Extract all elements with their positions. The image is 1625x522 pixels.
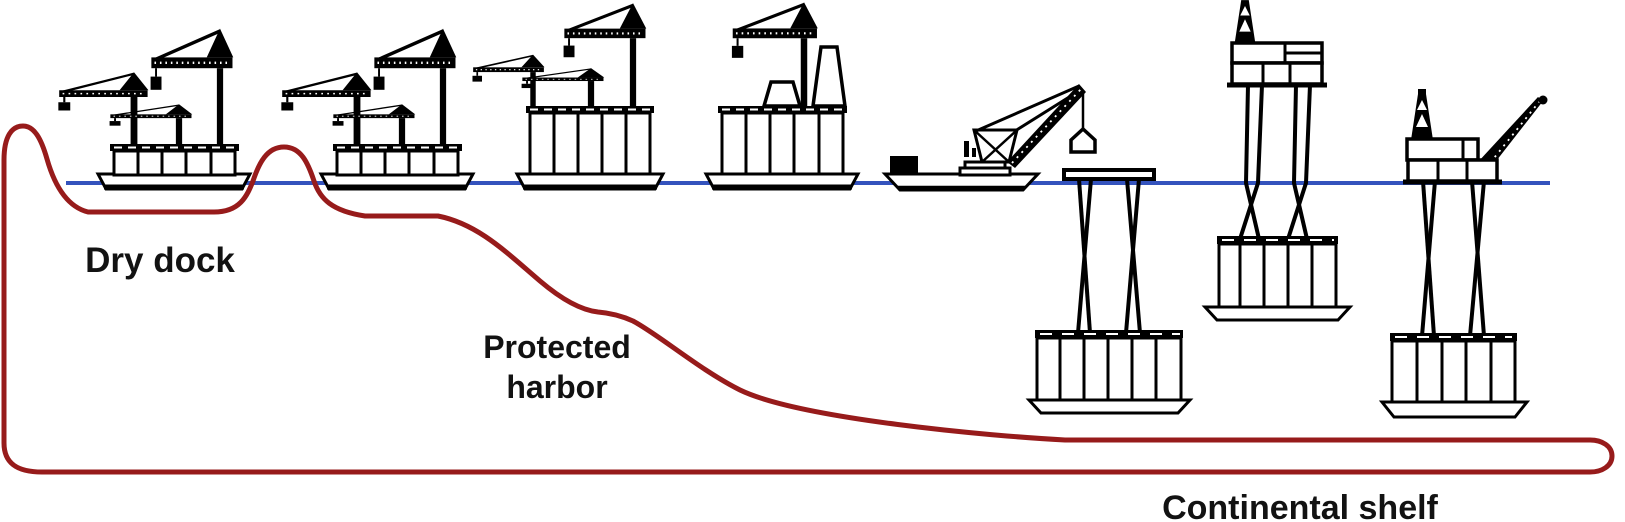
cell-dividers bbox=[1238, 244, 1314, 307]
protected-harbor-label-line1: Protected bbox=[483, 329, 631, 365]
cell-dividers bbox=[1058, 338, 1158, 400]
derrick-icon bbox=[1411, 89, 1433, 140]
shafts bbox=[1238, 84, 1312, 240]
cell-dividers bbox=[744, 113, 821, 174]
topsides-lower bbox=[1406, 158, 1499, 183]
dry-dock-label: Dry dock bbox=[85, 241, 235, 280]
tower-crane-icon bbox=[57, 70, 150, 147]
stage-floating-caisson bbox=[280, 26, 476, 191]
flare-tip bbox=[1538, 95, 1548, 105]
shafts bbox=[1420, 180, 1486, 337]
stage-raised-caisson bbox=[471, 1, 666, 191]
stage-drydock-caisson bbox=[57, 26, 253, 191]
cell-dividers bbox=[136, 151, 213, 175]
stage-towout-platform bbox=[1025, 168, 1194, 415]
caisson-skirt bbox=[1201, 305, 1354, 322]
protected-harbor-label-line2: harbor bbox=[506, 369, 607, 405]
flare-boom bbox=[1478, 97, 1543, 174]
tower-crane-icon bbox=[148, 26, 236, 147]
shaft-cone-tall bbox=[810, 45, 848, 108]
tower-crane-icon bbox=[280, 70, 373, 147]
seabed-profile bbox=[1, 123, 1615, 475]
house-brace bbox=[981, 129, 1018, 163]
derrick-icon bbox=[1234, 0, 1256, 45]
flare-boom-marks bbox=[1485, 101, 1540, 169]
boom-lattice-marks bbox=[1011, 88, 1082, 164]
cell-dividers bbox=[1415, 341, 1493, 402]
stage-topsides-platform bbox=[1201, 0, 1354, 322]
stage-shaft-construction bbox=[703, 0, 861, 191]
caisson-cells bbox=[335, 149, 460, 177]
shafts bbox=[1076, 178, 1142, 334]
deck-slab bbox=[1062, 168, 1156, 181]
cell-dividers bbox=[359, 151, 436, 175]
caisson-cells bbox=[1390, 339, 1517, 404]
continental-shelf-label: Continental shelf bbox=[1162, 489, 1438, 522]
deckhouse bbox=[890, 156, 918, 174]
topsides-upper bbox=[1405, 137, 1480, 162]
caisson-cells bbox=[720, 111, 845, 176]
tower-crane-icon bbox=[561, 1, 648, 108]
lifted-module bbox=[1069, 126, 1097, 154]
caisson-cells bbox=[112, 149, 237, 177]
tower-crane-icon bbox=[108, 103, 194, 147]
mast bbox=[972, 148, 976, 157]
crane-vessel bbox=[881, 84, 1097, 192]
caisson-top bbox=[1390, 333, 1517, 341]
tower-crane-icon bbox=[331, 103, 417, 147]
mast bbox=[964, 141, 969, 157]
boom-stay bbox=[975, 84, 1080, 133]
cell-dividers bbox=[552, 113, 628, 174]
caisson-skirt bbox=[1025, 398, 1194, 415]
tower-crane-icon bbox=[371, 26, 459, 147]
caisson-cells bbox=[1217, 242, 1338, 309]
caisson-skirt bbox=[1378, 400, 1531, 419]
house-brace bbox=[973, 129, 1010, 163]
shaft-cone-short bbox=[761, 80, 803, 108]
topsides-lower bbox=[1230, 61, 1324, 86]
caisson-cells bbox=[528, 111, 652, 176]
stage-installed-platform bbox=[1378, 89, 1548, 419]
